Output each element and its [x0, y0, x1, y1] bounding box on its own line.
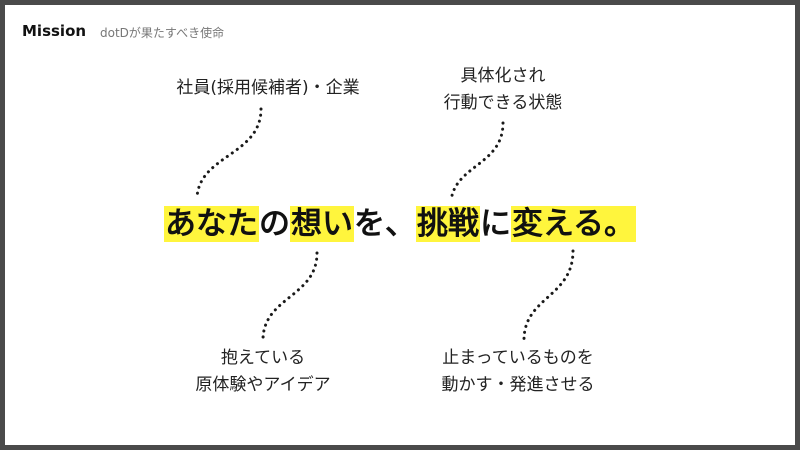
note-actionable-line1: 具体化され: [460, 66, 546, 86]
statement-wo: を、: [353, 206, 416, 242]
highlight-omoi: 想い: [289, 206, 354, 242]
note-move-line2: 動かす・発進させる: [441, 375, 595, 395]
slide-title: Mission: [22, 22, 87, 40]
note-employees: 社員(採用候補者)・企業: [153, 75, 383, 102]
connector-lines: [195, 107, 575, 342]
note-move-line1: 止まっているものを: [442, 348, 594, 368]
note-employees-text: 社員(採用候補者)・企業: [176, 78, 360, 98]
note-actionable-line2: 行動できる状態: [443, 93, 563, 113]
note-experiences-line1: 抱えている: [220, 348, 306, 368]
slide: Mission dotDが果たすべき使命 社員(採用候補者)・企業 具体化され …: [5, 5, 795, 445]
slide-subtitle: dotDが果たすべき使命: [100, 26, 225, 40]
mission-statement: あなたの想いを、挑戦に変える。: [5, 203, 795, 245]
connector-top-right: [449, 121, 505, 203]
note-experiences: 抱えている 原体験やアイデア: [183, 345, 343, 399]
note-move-forward: 止まっているものを 動かす・発進させる: [403, 345, 633, 399]
connector-bottom-right: [522, 249, 575, 342]
statement-ni: に: [479, 206, 511, 242]
highlight-kaeru: 変える。: [510, 206, 637, 242]
statement-no: の: [258, 206, 290, 242]
highlight-chosen: 挑戦: [415, 206, 480, 242]
highlight-anata: あなた: [163, 206, 259, 242]
connector-top-left: [195, 107, 263, 199]
connector-bottom-left: [261, 251, 319, 342]
note-experiences-line2: 原体験やアイデア: [195, 375, 331, 395]
note-actionable-state: 具体化され 行動できる状態: [423, 63, 583, 117]
